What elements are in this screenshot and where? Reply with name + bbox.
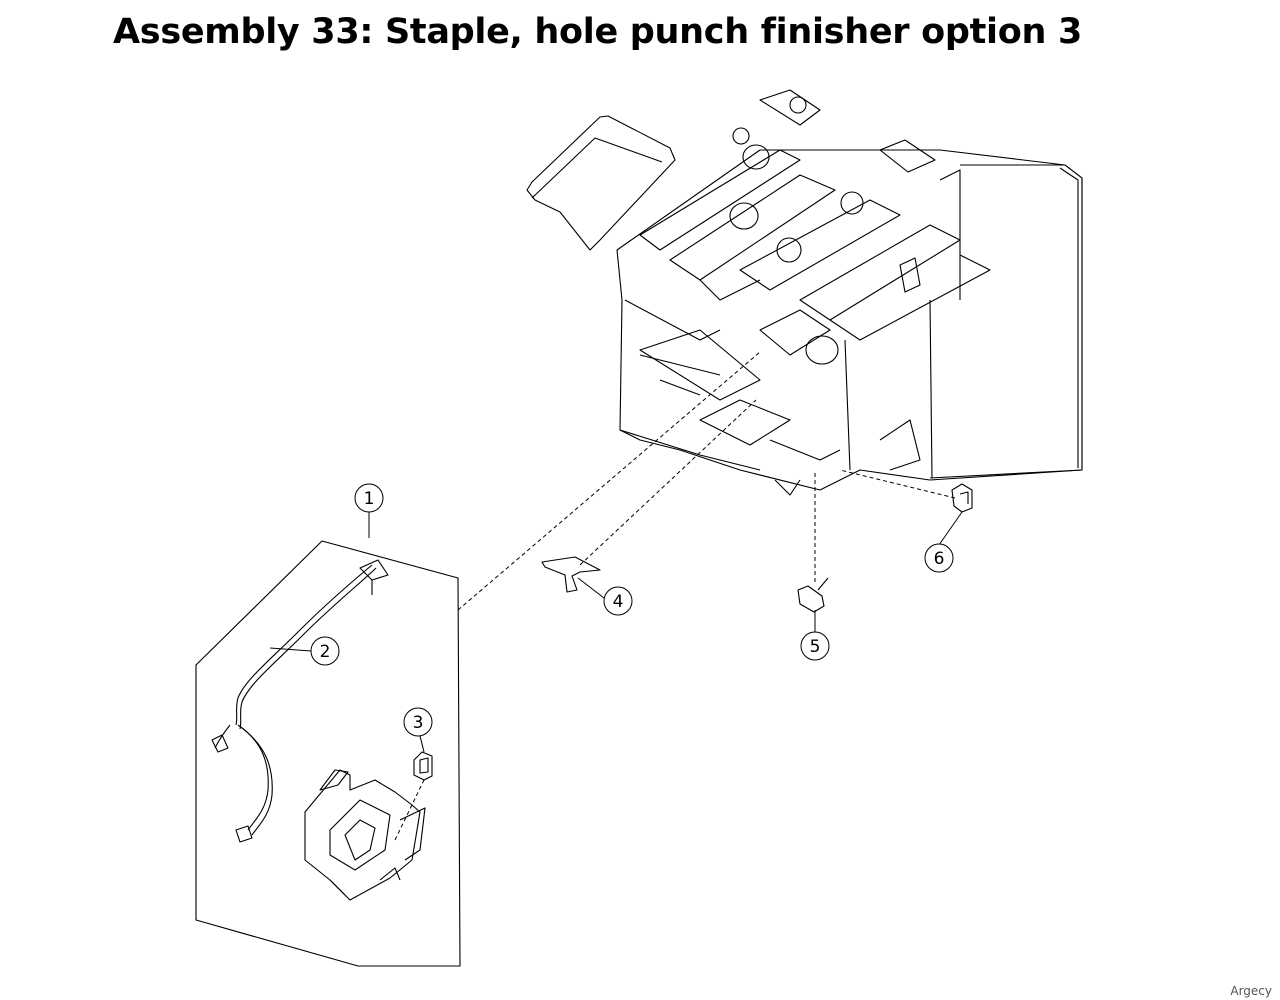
callout-1: 1 [354,483,384,513]
page-title: Assembly 33: Staple, hole punch finisher… [113,12,1083,52]
callout-leaders [269,511,963,753]
callout-5: 5 [800,631,830,661]
stapler-unit-drawing [304,769,426,901]
sensor-5-drawing [797,585,825,613]
callout-6: 6 [924,543,954,573]
callout-3: 3 [403,707,433,737]
callout-label: 3 [413,713,424,733]
callout-4: 4 [603,586,633,616]
callout-label: 6 [934,549,945,569]
callouts: 1 2 3 4 5 6 [310,483,954,737]
callout-label: 5 [810,637,821,657]
watermark-text: Argecy [1230,984,1272,998]
callout-label: 1 [364,489,375,509]
callout-2: 2 [310,636,340,666]
finisher-unit-drawing [526,89,1083,496]
cable-harness-drawing [211,559,389,843]
staple-assembly-box [195,540,461,967]
callout-label: 4 [613,592,624,612]
sensor-6-drawing [951,483,973,513]
callout-label: 2 [320,642,331,662]
dashed-leaders [394,351,956,841]
sensor-3-drawing [413,751,433,781]
sensor-4-drawing [541,556,601,593]
